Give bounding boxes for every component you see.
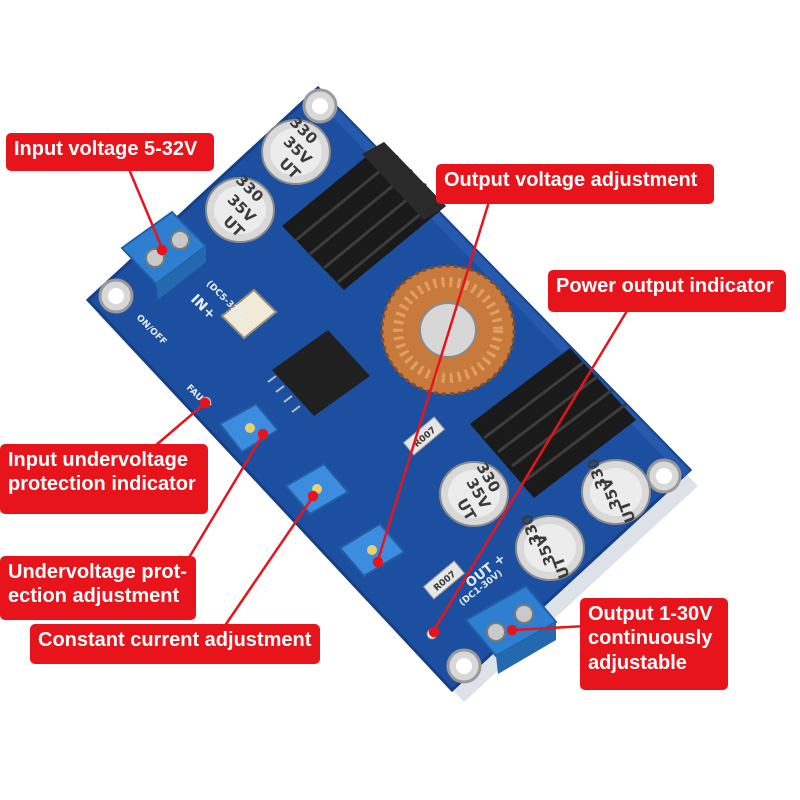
leader-output-range <box>513 624 587 632</box>
leader-output-voltage <box>376 191 494 561</box>
leader-cc-adjust-dot <box>307 490 319 502</box>
label-output-voltage-adjustment: Output voltage adjustment <box>436 164 714 204</box>
leader-input-voltage-dot <box>156 244 168 256</box>
label-constant-current-adjustment: Constant current adjustment <box>30 624 320 664</box>
leader-cc-adjust <box>220 497 314 631</box>
leader-uv-adjust-dot <box>257 428 269 440</box>
label-input-voltage: Input voltage 5-32V <box>6 133 214 171</box>
leader-uv-adjust <box>182 435 264 567</box>
capacitor-5: 330 35V UT <box>581 456 651 525</box>
leader-output-voltage-dot <box>372 556 384 568</box>
leader-output-range-dot <box>506 624 518 636</box>
label-power-output-indicator: Power output indicator <box>548 270 786 312</box>
heatsink-top <box>282 142 446 290</box>
leader-uv-indicator-dot <box>199 397 211 409</box>
mounting-holes <box>98 88 682 684</box>
capacitor-1: 330 35V UT <box>261 113 331 185</box>
leader-power-indicator-dot <box>428 626 440 638</box>
leader-power-indicator <box>432 295 638 631</box>
leader-input-voltage <box>124 161 164 249</box>
label-output-range: Output 1-30V continuously adjustable <box>580 598 728 690</box>
leader-lines <box>124 161 638 638</box>
capacitor-2: 330 35V UT <box>205 171 275 243</box>
output-terminal-block <box>464 584 558 674</box>
capacitor-4: 330 35V UT <box>515 512 585 581</box>
jumper-connector <box>220 288 278 340</box>
label-input-undervoltage-indicator: Input undervoltage protection indicator <box>0 444 208 514</box>
potentiometer-undervoltage <box>218 402 280 454</box>
label-undervoltage-adjustment: Undervoltage prot- ection adjustment <box>0 556 196 620</box>
capacitor-3: 330 35V UT <box>439 459 509 527</box>
potentiometer-output-voltage <box>338 522 406 578</box>
controller-ic <box>267 330 370 416</box>
